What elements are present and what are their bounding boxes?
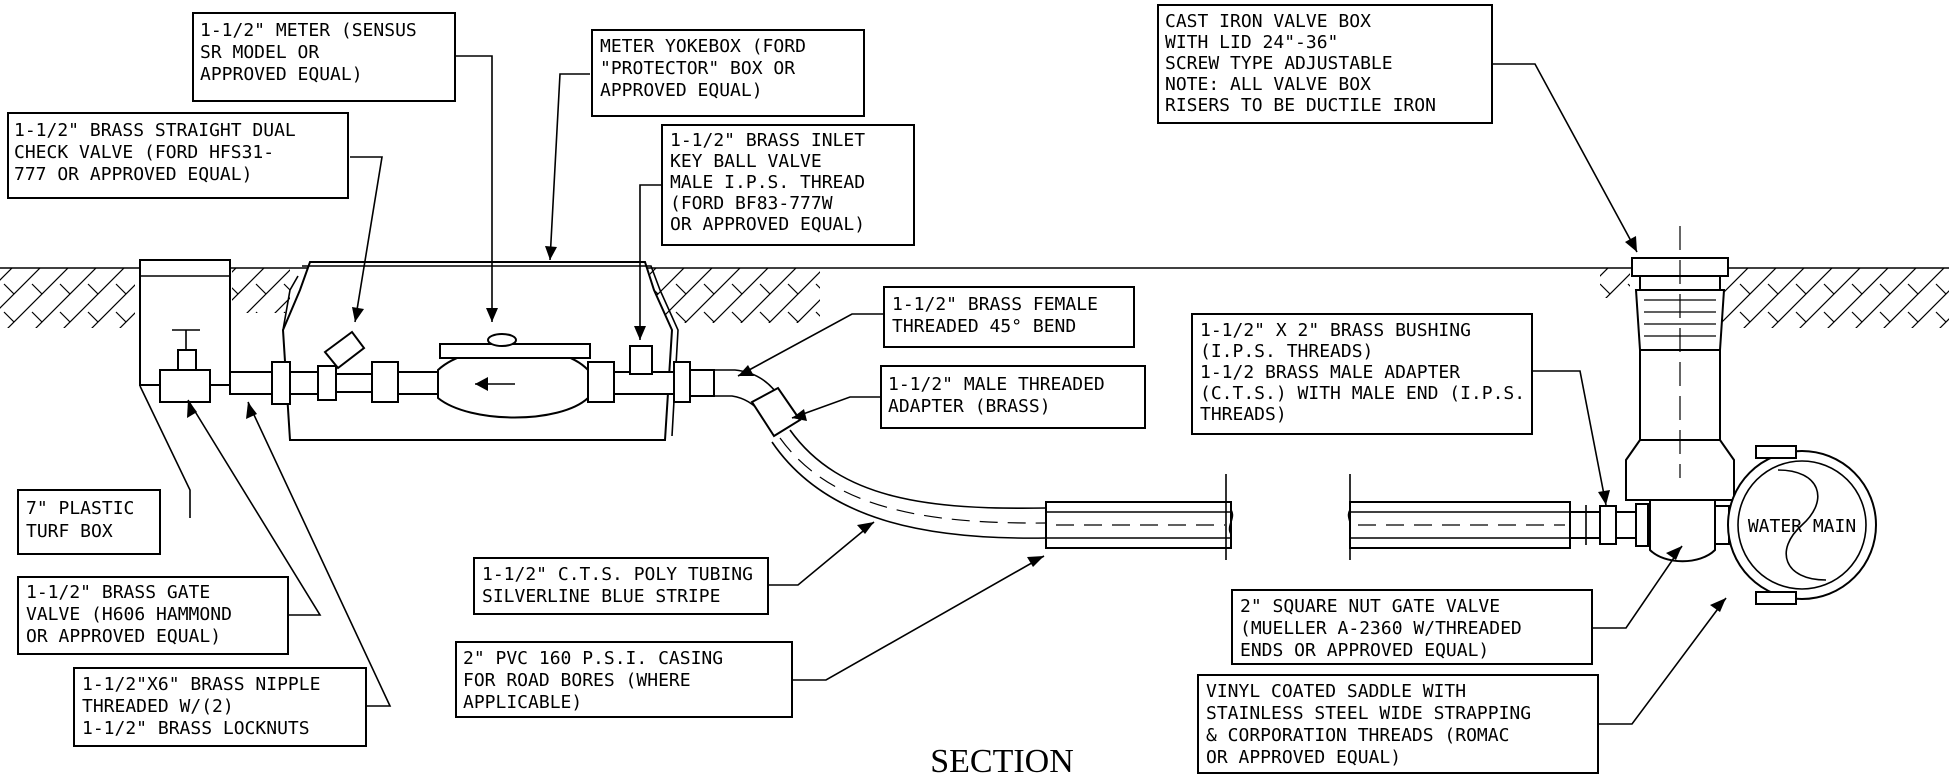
male-threaded-adapter	[750, 386, 802, 438]
callout-text-line: RISERS TO BE DUCTILE IRON	[1165, 95, 1436, 116]
callout-text-line: 7" PLASTIC	[26, 498, 134, 519]
callout-text-line: SCREW TYPE ADJUSTABLE	[1165, 53, 1393, 74]
callout-poly-tubing: 1-1/2" C.T.S. POLY TUBING SILVERLINE BLU…	[473, 557, 769, 615]
yokebox-piping	[229, 330, 715, 419]
callout-text-line: 1-1/2" BRASS FEMALE	[892, 294, 1098, 315]
callout-text-line: MALE I.P.S. THREAD	[670, 172, 865, 193]
callout-text-line: THREADED 45° BEND	[892, 316, 1076, 337]
callout-text-line: KEY BALL VALVE	[670, 151, 822, 172]
callout-text-line: ENDS OR APPROVED EQUAL)	[1240, 640, 1489, 661]
callout-text-line: 1-1/2" BRASS LOCKNUTS	[82, 718, 310, 739]
callout-bushing: 1-1/2" X 2" BRASS BUSHING (I.P.S. THREAD…	[1191, 313, 1533, 435]
callout-inlet-valve: 1-1/2" BRASS INLET KEY BALL VALVE MALE I…	[661, 124, 915, 246]
section-title: SECTION	[930, 743, 1074, 777]
callout-text-line: CHECK VALVE (FORD HFS31-	[14, 142, 274, 163]
callout-text-line: OR APPROVED EQUAL)	[670, 214, 865, 235]
check-valve-body	[323, 330, 366, 370]
callout-text-line: THREADED W/(2)	[82, 696, 234, 717]
poly-tubing-run	[712, 369, 1601, 560]
callout-text-line: 777 OR APPROVED EQUAL)	[14, 164, 252, 185]
callout-text-line: WITH LID 24"-36"	[1165, 32, 1338, 53]
leader-lines	[139, 55, 1727, 725]
callout-text-line: FOR ROAD BORES (WHERE	[463, 670, 691, 691]
callout-nipple: 1-1/2"X6" BRASS NIPPLE THREADED W/(2) 1-…	[73, 667, 367, 747]
callout-square-nut-valve: 2" SQUARE NUT GATE VALVE (MUELLER A-2360…	[1231, 589, 1593, 665]
callout-text-line: OR APPROVED EQUAL)	[1206, 747, 1401, 768]
callout-adapter: 1-1/2" MALE THREADED ADAPTER (BRASS)	[880, 365, 1146, 429]
brass-gate-valve	[159, 329, 211, 403]
callout-bend: 1-1/2" BRASS FEMALE THREADED 45° BEND	[883, 286, 1135, 348]
callout-text-line: 1-1/2" METER (SENSUS	[200, 20, 417, 41]
callout-text-line: TURF BOX	[26, 521, 113, 542]
callout-text-line: NOTE: ALL VALVE BOX	[1165, 74, 1371, 95]
callout-text-line: 1-1/2" BRASS INLET	[670, 130, 865, 151]
callout-text-line: & CORPORATION THREADS (ROMAC	[1206, 725, 1509, 746]
callout-text-line: VALVE (H606 HAMMOND	[26, 604, 232, 625]
ball-valve-stem	[629, 345, 653, 375]
callout-meter: 1-1/2" METER (SENSUS SR MODEL OR APPROVE…	[192, 12, 456, 102]
callout-text-line: SILVERLINE BLUE STRIPE	[482, 586, 720, 607]
callout-text-line: APPLICABLE)	[463, 692, 582, 713]
callout-gate-valve: 1-1/2" BRASS GATE VALVE (H606 HAMMOND OR…	[17, 576, 289, 655]
callout-text-line: 1-1/2 BRASS MALE ADAPTER	[1200, 362, 1460, 383]
callout-pvc-casing: 2" PVC 160 P.S.I. CASING FOR ROAD BORES …	[455, 641, 793, 718]
cast-iron-valve-box	[1625, 226, 1735, 501]
callout-text-line: 1-1/2"X6" BRASS NIPPLE	[82, 674, 320, 695]
callout-text-line: 1-1/2" BRASS STRAIGHT DUAL	[14, 120, 296, 141]
callout-text-line: (MUELLER A-2360 W/THREADED	[1240, 618, 1522, 639]
callout-text-line: 1-1/2" MALE THREADED	[888, 374, 1105, 395]
callout-text-line: "PROTECTOR" BOX OR	[600, 58, 795, 79]
callout-text-line: ADAPTER (BRASS)	[888, 396, 1051, 417]
ground-hatch	[0, 267, 1949, 328]
callout-text-line: THREADS)	[1200, 404, 1287, 425]
saddle-strap-top	[1755, 445, 1797, 459]
callout-text-line: CAST IRON VALVE BOX	[1165, 11, 1371, 32]
callout-text-line: METER YOKEBOX (FORD	[600, 36, 806, 57]
callout-text-line: 1-1/2" C.T.S. POLY TUBING	[482, 564, 753, 585]
callout-text-line: OR APPROVED EQUAL)	[26, 626, 221, 647]
callout-saddle: VINYL COATED SADDLE WITH STAINLESS STEEL…	[1197, 674, 1599, 774]
callout-text-line: 2" SQUARE NUT GATE VALVE	[1240, 596, 1500, 617]
callout-text-line: APPROVED EQUAL)	[600, 80, 763, 101]
callout-text-line: STAINLESS STEEL WIDE STRAPPING	[1206, 703, 1531, 724]
callout-turf-box: 7" PLASTIC TURF BOX	[17, 489, 161, 555]
saddle-strap-bottom	[1755, 591, 1797, 605]
callout-text-line: 1-1/2" X 2" BRASS BUSHING	[1200, 320, 1471, 341]
callout-text-line: (I.P.S. THREADS)	[1200, 341, 1373, 362]
callout-valve-box: CAST IRON VALVE BOX WITH LID 24"-36" SCR…	[1157, 4, 1493, 124]
water-main: WATER MAIN	[1727, 445, 1877, 605]
callout-text-line: APPROVED EQUAL)	[200, 64, 363, 85]
water-main-label: WATER MAIN	[1748, 516, 1856, 537]
callout-yokebox: METER YOKEBOX (FORD "PROTECTOR" BOX OR A…	[591, 29, 865, 117]
callout-text-line: (FORD BF83-777W	[670, 193, 833, 214]
callout-text-line: 1-1/2" BRASS GATE	[26, 582, 210, 603]
callout-check-valve: 1-1/2" BRASS STRAIGHT DUAL CHECK VALVE (…	[7, 112, 349, 199]
callout-text-line: 2" PVC 160 P.S.I. CASING	[463, 648, 723, 669]
callout-text-line: (C.T.S.) WITH MALE END (I.P.S.	[1200, 383, 1525, 404]
callout-text-line: SR MODEL OR	[200, 42, 319, 63]
callout-text-line: VINYL COATED SADDLE WITH	[1206, 681, 1466, 702]
